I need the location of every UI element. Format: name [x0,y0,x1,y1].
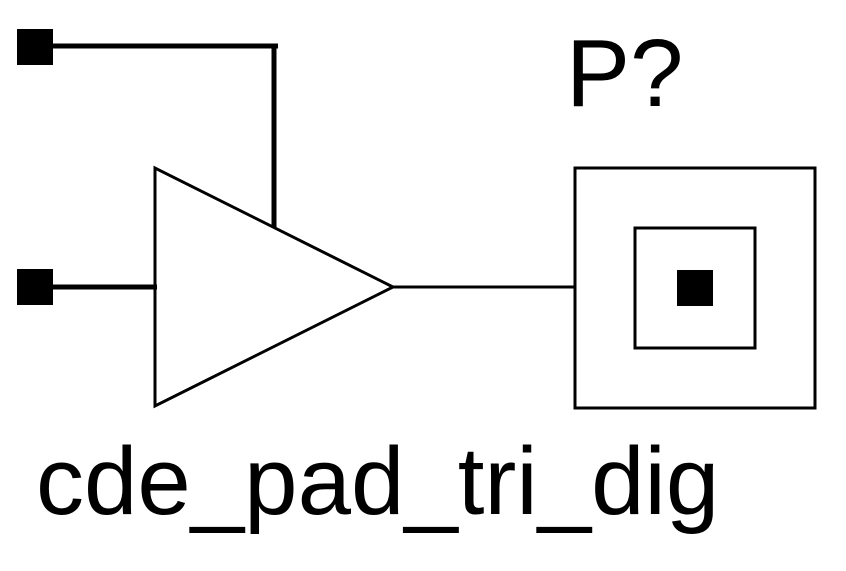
input-pin-square[interactable] [17,269,53,305]
pad-inner-square [633,226,757,350]
pad-outer-square [573,166,817,410]
enable-pin-square[interactable] [17,29,53,65]
pad-center-dot [677,270,713,306]
symbol-name-label: cde_pad_tri_dig [36,428,719,535]
buffer-triangle [153,165,397,409]
reference-label: P? [566,20,683,127]
